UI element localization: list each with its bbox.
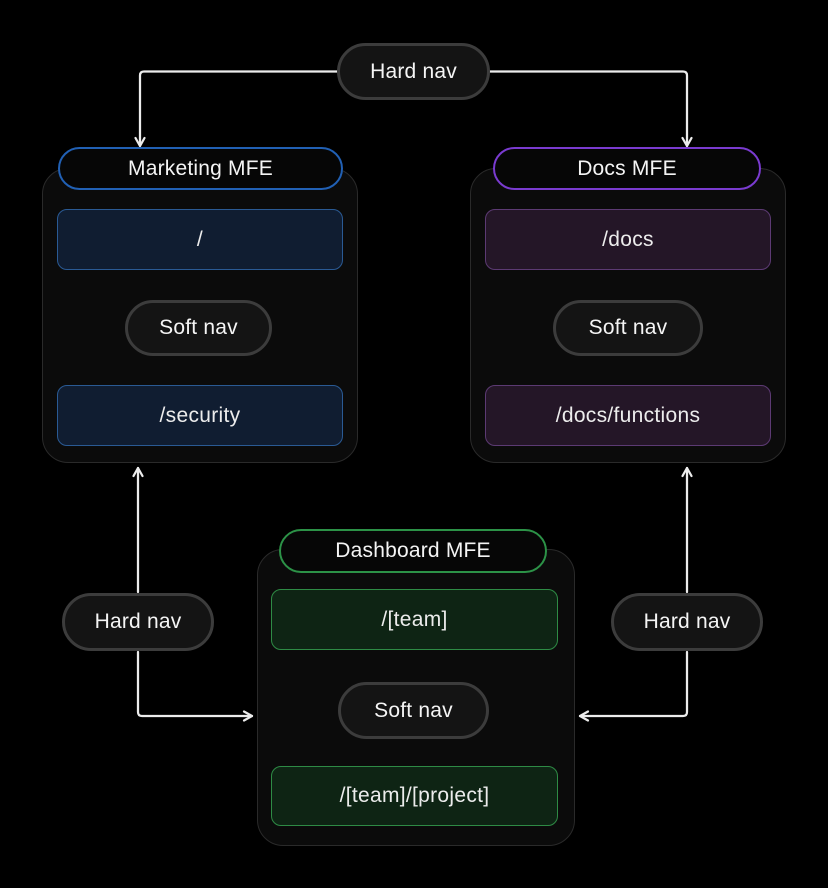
- route-marketing-root: /: [57, 209, 343, 270]
- soft-nav-pill-dashboard: Soft nav: [338, 682, 489, 739]
- route-label: /[team]/[project]: [339, 784, 490, 807]
- route-docs-functions: /docs/functions: [485, 385, 771, 446]
- soft-nav-label: Soft nav: [159, 316, 238, 339]
- mfe-marketing-title-pill: Marketing MFE: [58, 147, 343, 190]
- mfe-docs-title-pill: Docs MFE: [493, 147, 761, 190]
- hard-nav-pill-left: Hard nav: [62, 593, 214, 651]
- soft-nav-label: Soft nav: [588, 316, 668, 339]
- route-marketing-security: /security: [57, 385, 343, 446]
- edge-righthardnav-to-dashboard: [578, 650, 689, 722]
- soft-nav-pill-marketing: Soft nav: [125, 300, 272, 356]
- soft-nav-label: Soft nav: [374, 698, 453, 722]
- hard-nav-label: Hard nav: [94, 610, 182, 633]
- route-docs-root: /docs: [485, 209, 771, 270]
- route-label: /: [196, 227, 204, 251]
- hard-nav-pill-top: Hard nav: [337, 43, 490, 100]
- soft-nav-pill-docs: Soft nav: [553, 300, 703, 356]
- edge-topnav-to-docs: [488, 70, 693, 148]
- mfe-dashboard-title-pill: Dashboard MFE: [279, 529, 547, 573]
- edge-topnav-to-marketing: [134, 70, 339, 148]
- route-label: /docs/functions: [555, 403, 701, 427]
- hard-nav-label: Hard nav: [643, 610, 731, 633]
- mfe-dashboard-title: Dashboard MFE: [335, 539, 491, 562]
- route-label: /[team]: [381, 607, 448, 631]
- route-label: /docs: [602, 227, 654, 251]
- route-dashboard-team-project: /[team]/[project]: [271, 766, 558, 826]
- route-label: /security: [159, 403, 241, 427]
- hard-nav-pill-right: Hard nav: [611, 593, 763, 651]
- mfe-marketing-title: Marketing MFE: [128, 156, 273, 180]
- mfe-docs-title: Docs MFE: [577, 156, 677, 180]
- hard-nav-label: Hard nav: [370, 59, 457, 83]
- route-dashboard-team: /[team]: [271, 589, 558, 650]
- edge-lefthardnav-to-dashboard: [136, 650, 254, 722]
